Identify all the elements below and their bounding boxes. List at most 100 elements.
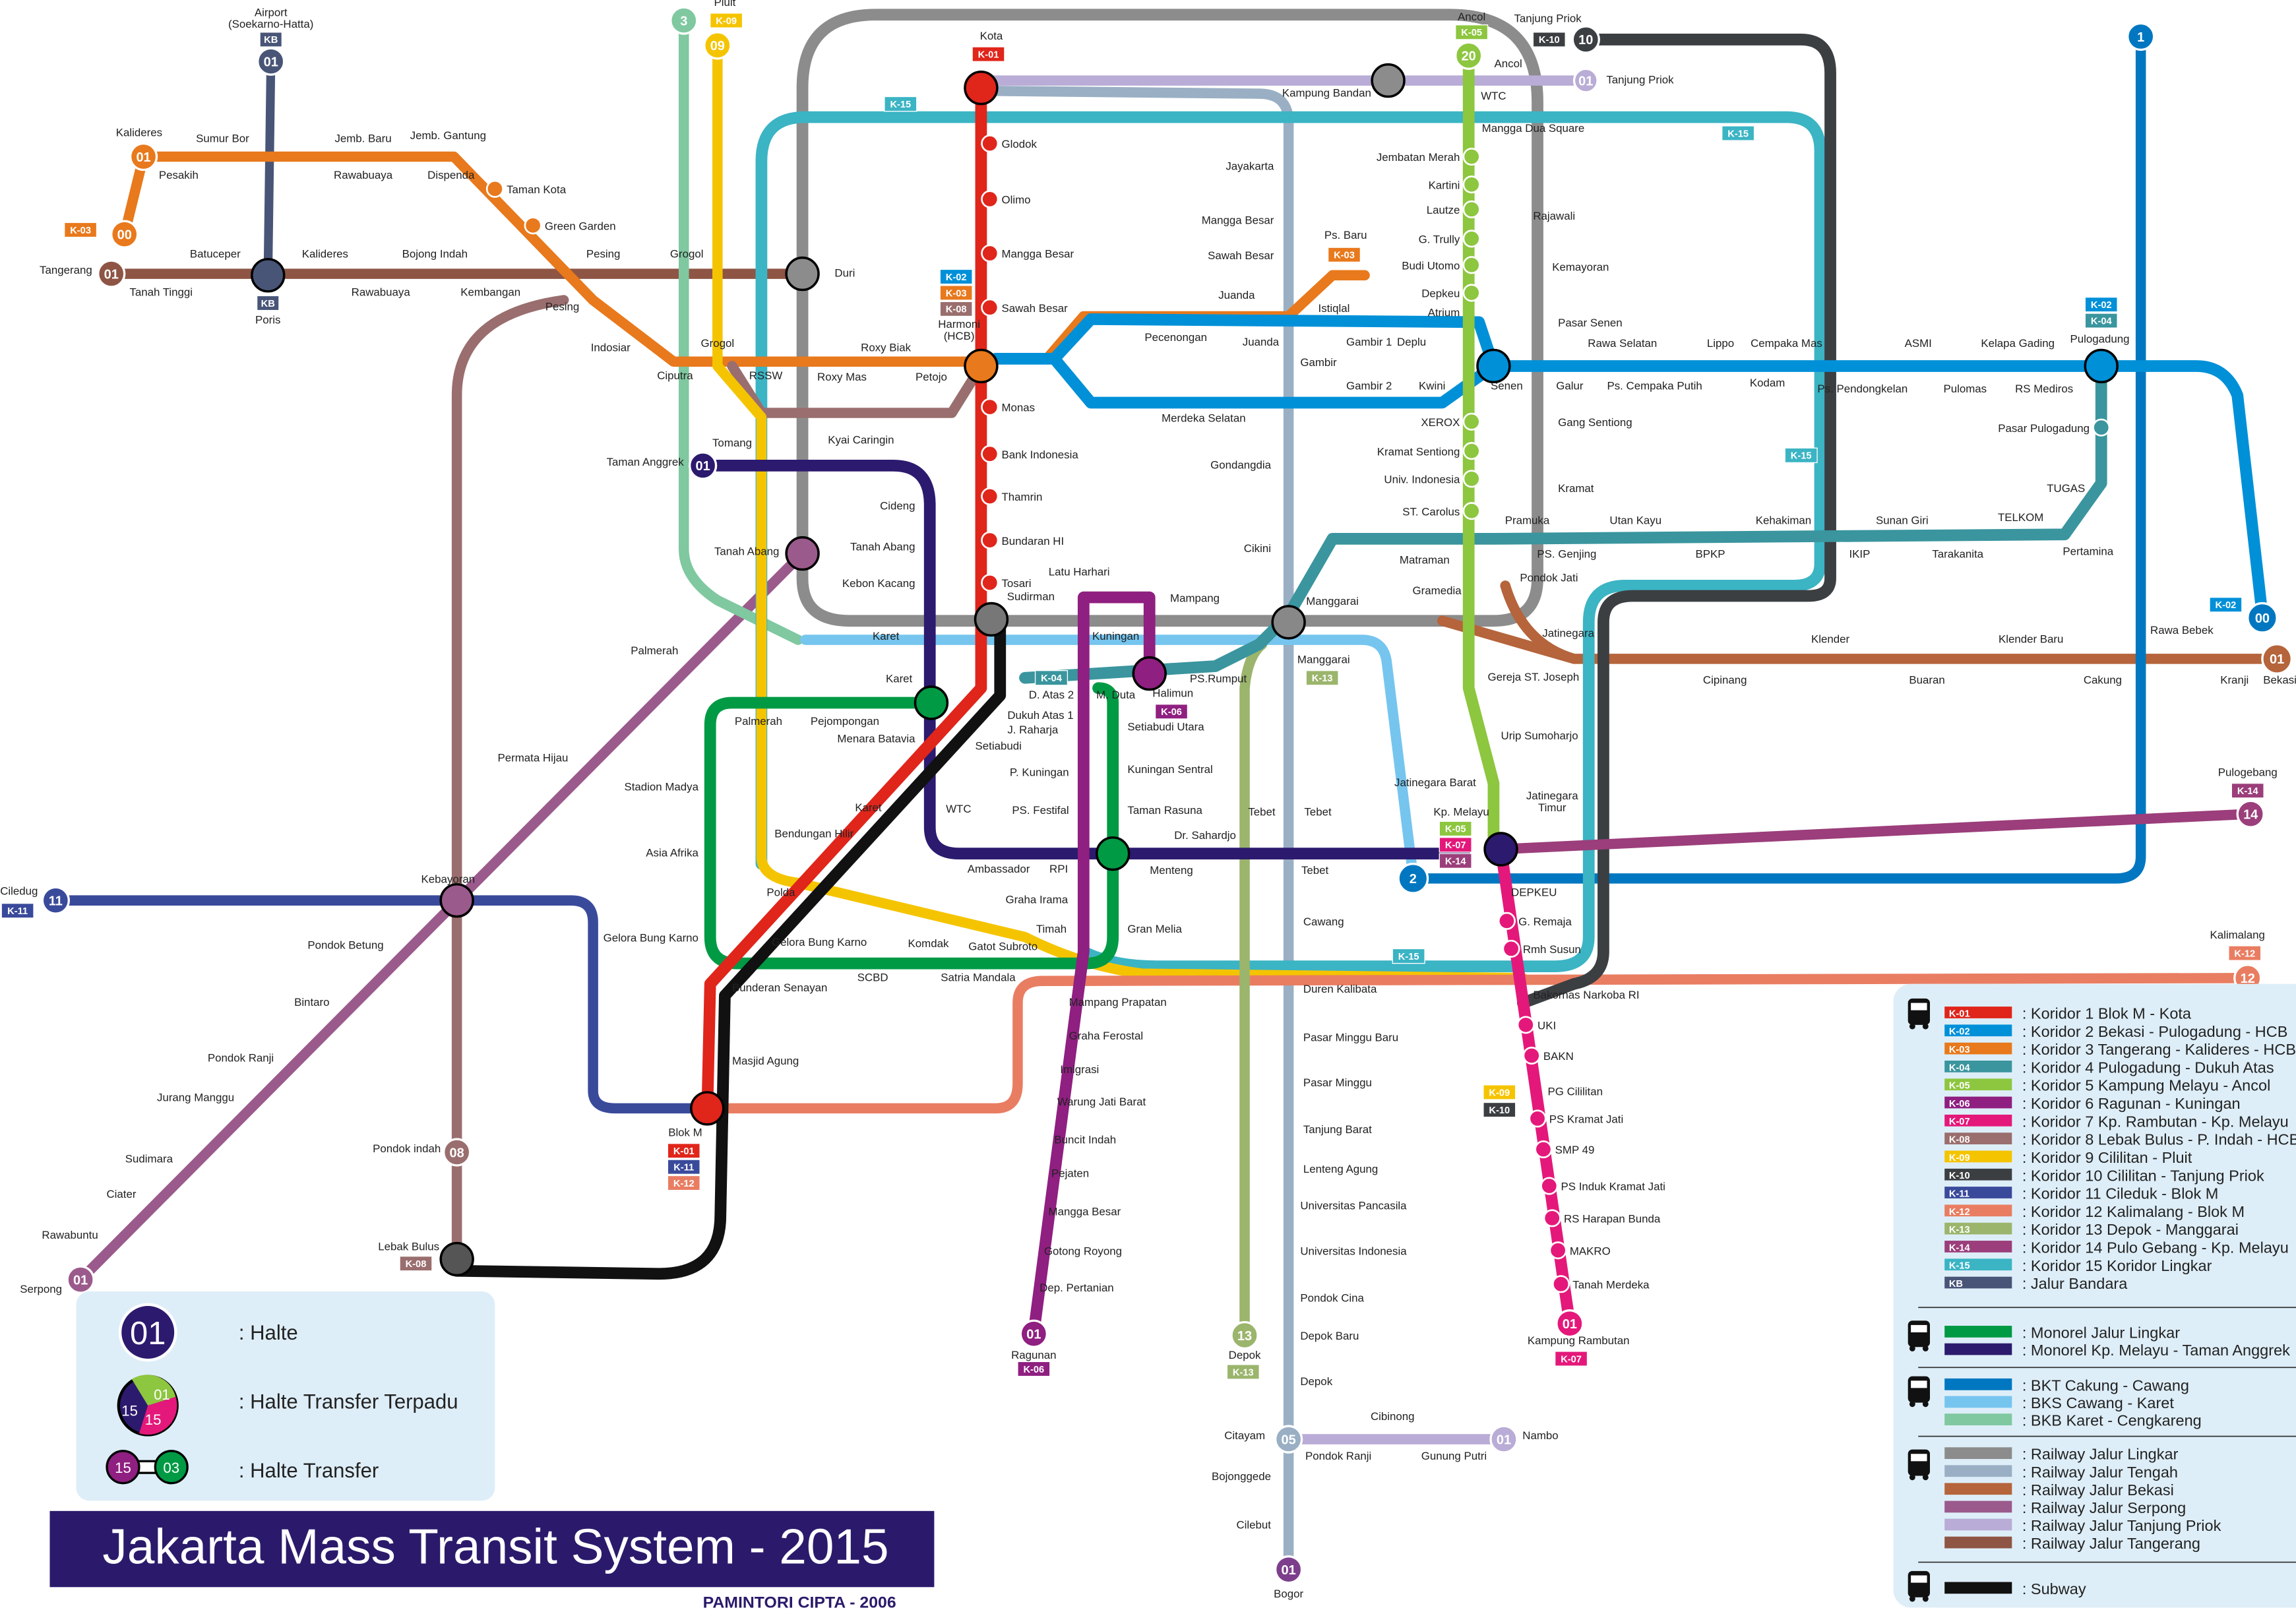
station-marker[interactable] xyxy=(1516,1016,1535,1034)
terminal-station[interactable] xyxy=(1454,41,1483,70)
terminal-station[interactable] xyxy=(443,1138,472,1167)
transfer-hub[interactable] xyxy=(914,685,949,720)
terminal-station[interactable] xyxy=(1274,1555,1303,1584)
station-marker[interactable] xyxy=(981,445,999,463)
station-marker[interactable] xyxy=(1528,1109,1547,1128)
airport-label-line2: (Soekarno-Hatta) xyxy=(228,18,313,30)
transfer-hub[interactable] xyxy=(1476,348,1511,384)
transfer-hub[interactable] xyxy=(1271,605,1306,640)
transfer-hub[interactable] xyxy=(1132,656,1167,691)
station-label: Budi Utomo xyxy=(1402,259,1460,272)
station-marker[interactable] xyxy=(1497,912,1516,930)
transfer-hub[interactable] xyxy=(439,1241,474,1277)
station-marker[interactable] xyxy=(1552,1275,1570,1293)
station-label: Mangga Dua Square xyxy=(1482,122,1585,135)
transfer-hub[interactable] xyxy=(1096,836,1131,871)
terminal-station[interactable] xyxy=(1019,1319,1048,1348)
station-marker[interactable] xyxy=(1462,175,1481,194)
corridor-badge xyxy=(2231,782,2264,799)
station-marker[interactable] xyxy=(981,244,999,263)
station-marker[interactable] xyxy=(1549,1241,1567,1260)
terminal-station[interactable] xyxy=(1397,863,1429,894)
transfer-hub[interactable] xyxy=(964,70,999,106)
station-label: Gereja ST. Joseph xyxy=(1488,671,1580,683)
station-marker[interactable] xyxy=(981,573,999,592)
station-label: Pulomas xyxy=(1943,383,1987,395)
station-marker[interactable] xyxy=(524,216,542,235)
station-marker[interactable] xyxy=(1462,147,1481,166)
terminal-station[interactable] xyxy=(1274,1425,1303,1454)
terminal-station[interactable] xyxy=(669,6,698,35)
station-marker[interactable] xyxy=(981,398,999,416)
station-marker[interactable] xyxy=(1462,284,1481,302)
station-label: Ciater xyxy=(106,1188,136,1200)
station-label: Bojonggede xyxy=(1212,1470,1271,1483)
terminal-station[interactable] xyxy=(257,47,286,76)
terminal-station[interactable] xyxy=(110,220,139,249)
terminal-station[interactable] xyxy=(66,1265,95,1294)
station-marker[interactable] xyxy=(981,531,999,549)
terminal-station[interactable] xyxy=(703,31,732,60)
transfer-hub[interactable] xyxy=(439,883,474,918)
station-marker[interactable] xyxy=(1540,1177,1559,1195)
credit: PAMINTORI CIPTA - 2006 xyxy=(703,1594,896,1611)
legend-swatch-monorail xyxy=(1944,1326,2012,1338)
transfer-hub[interactable] xyxy=(2084,348,2119,384)
station-label: Thamrin xyxy=(1001,491,1042,503)
station-label: IKIP xyxy=(1849,548,1871,561)
terminal-station[interactable] xyxy=(129,142,158,171)
terminal-station[interactable] xyxy=(1230,1320,1259,1350)
terminal-station[interactable] xyxy=(41,886,71,915)
transfer-hub[interactable] xyxy=(1483,832,1518,867)
transfer-hub[interactable] xyxy=(1371,63,1406,98)
transfer-hub[interactable] xyxy=(785,536,820,571)
station-marker[interactable] xyxy=(981,298,999,317)
terminal-station[interactable] xyxy=(1555,1309,1584,1338)
station-marker[interactable] xyxy=(1462,230,1481,248)
station-marker[interactable] xyxy=(1543,1209,1561,1227)
terminal-number: 01 xyxy=(696,459,710,474)
station-marker[interactable] xyxy=(1534,1140,1553,1159)
station-marker[interactable] xyxy=(1462,442,1481,460)
terpadu-symbol: 01 15 15 xyxy=(117,1375,179,1437)
station-marker[interactable] xyxy=(2092,418,2111,437)
station-marker[interactable] xyxy=(1462,256,1481,274)
corridor-badge-label: K-05 xyxy=(1461,28,1482,38)
terminal-station[interactable] xyxy=(2126,22,2156,51)
station-label: G. Trully xyxy=(1419,233,1460,245)
station-label: Jatinegara Barat xyxy=(1394,776,1476,789)
station-label: Dep. Pertanian xyxy=(1039,1282,1113,1294)
station-marker[interactable] xyxy=(981,190,999,208)
station-marker[interactable] xyxy=(981,134,999,153)
transfer-hub[interactable] xyxy=(974,602,1009,637)
terminal-station[interactable] xyxy=(1572,67,1599,94)
terpadu-label: : Halte Transfer Terpadu xyxy=(239,1390,458,1413)
station-label: Kebon Kacang xyxy=(842,577,915,590)
transfer-hub[interactable] xyxy=(690,1091,725,1126)
terminal-station[interactable] xyxy=(1489,1425,1518,1454)
terminal-station[interactable] xyxy=(2247,602,2278,634)
legend-label: : Koridor 1 Blok M - Kota xyxy=(2022,1005,2192,1022)
station-marker[interactable] xyxy=(1462,502,1481,520)
k06-line xyxy=(1028,591,1156,1338)
terminal-station[interactable] xyxy=(688,451,718,480)
terminal-station[interactable] xyxy=(2261,643,2293,675)
terminal-station[interactable] xyxy=(1571,25,1600,54)
transfer-hub[interactable] xyxy=(785,256,820,292)
station-marker[interactable] xyxy=(1462,412,1481,431)
station-marker[interactable] xyxy=(485,179,504,198)
terminal-number: 08 xyxy=(450,1146,464,1160)
station-label: Satria Mandala xyxy=(941,971,1016,983)
terminal-station[interactable] xyxy=(97,259,126,288)
station-marker[interactable] xyxy=(1522,1046,1541,1065)
station-marker[interactable] xyxy=(1462,470,1481,488)
station-marker[interactable] xyxy=(1502,939,1520,958)
station-marker[interactable] xyxy=(1462,200,1481,218)
station-label: PS.Rumput xyxy=(1190,672,1247,685)
transfer-hub[interactable] xyxy=(964,348,999,384)
transfer-hub[interactable] xyxy=(251,258,286,293)
terminal-station[interactable] xyxy=(2236,799,2265,828)
station-label: Merdeka Selatan xyxy=(1162,412,1245,424)
station-marker[interactable] xyxy=(981,487,999,506)
